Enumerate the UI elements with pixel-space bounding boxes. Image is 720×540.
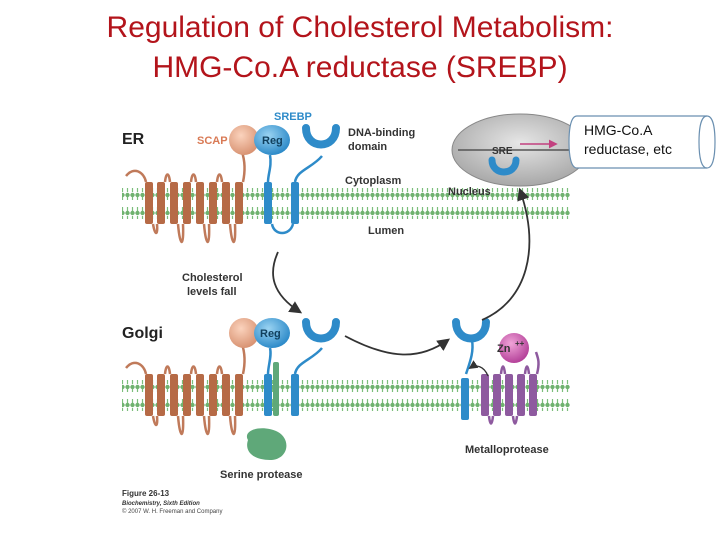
label-cholesterol-2: levels fall <box>187 286 237 298</box>
scap-golgi <box>125 318 259 436</box>
nucleus <box>451 113 589 187</box>
scap-er <box>125 125 259 244</box>
figure-copyright: © 2007 W. H. Freeman and Company <box>122 508 222 515</box>
label-zn-superscript: ++ <box>515 339 525 348</box>
label-nucleus: Nucleus <box>448 186 491 198</box>
srebp-golgi <box>246 318 340 460</box>
er-membrane <box>122 188 570 219</box>
metalloprotease-complex <box>452 318 540 425</box>
srebp-er <box>254 124 340 235</box>
label-dna-binding-2: domain <box>348 141 387 153</box>
label-er: ER <box>122 131 145 148</box>
callout-shape <box>568 115 716 169</box>
label-golgi: Golgi <box>122 325 163 342</box>
figure-book: Biochemistry, Sixth Edition <box>122 501 200 507</box>
golgi-membrane <box>122 380 570 411</box>
label-scap: SCAP <box>197 135 228 147</box>
label-srebp: SREBP <box>274 111 312 123</box>
label-reg-golgi: Reg <box>260 328 281 340</box>
label-sre: SRE <box>492 146 513 157</box>
title-line-2: HMG-Co.A reductase (SREBP) <box>152 51 568 84</box>
callout-box: HMG-Co.A reductase, etc <box>567 112 717 172</box>
label-serine-protease: Serine protease <box>220 469 303 481</box>
label-cholesterol-1: Cholesterol <box>182 272 243 284</box>
title-line-1: Regulation of Cholesterol Metabolism: <box>106 11 614 44</box>
pathway-arrows <box>272 187 531 356</box>
label-reg-er: Reg <box>262 135 283 147</box>
label-dna-binding-1: DNA-binding <box>348 127 415 139</box>
callout-text: HMG-Co.A reductase, etc <box>584 122 672 157</box>
label-cytoplasm: Cytoplasm <box>345 175 401 187</box>
label-lumen: Lumen <box>368 225 404 237</box>
label-metalloprotease: Metalloprotease <box>465 444 549 456</box>
label-zn: Zn <box>497 343 511 355</box>
figure-number: Figure 26-13 <box>122 489 170 498</box>
